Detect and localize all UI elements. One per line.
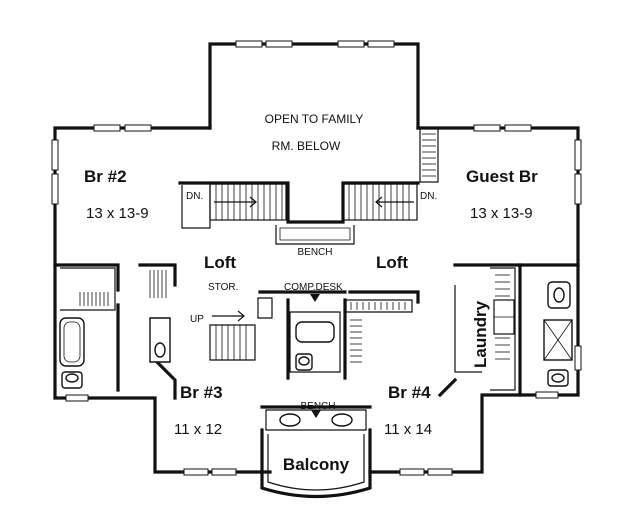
stor-label: STOR.: [208, 282, 238, 293]
up-label: UP: [190, 314, 204, 325]
br4-size: 11 x 14: [384, 421, 432, 438]
guest-br-size: 13 x 13-9: [470, 205, 533, 222]
loft-right: Loft: [376, 253, 408, 272]
br4-name: Br #4: [388, 383, 431, 402]
guest-br-name: Guest Br: [466, 167, 538, 186]
stair-up: [212, 297, 273, 360]
balcony-outline: [260, 428, 372, 499]
exterior-walls: [53, 42, 580, 474]
guest-closet: [419, 127, 439, 183]
windows: [51, 40, 582, 476]
br3-name: Br #3: [180, 383, 223, 402]
bench-top-label: BENCH: [297, 247, 332, 258]
annotation-labels: DN. DN. BENCH BENCH STOR. COMP.DESK UP: [186, 191, 437, 412]
loft-left: Loft: [204, 253, 236, 272]
room-labels: OPEN TO FAMILY RM. BELOW Br #2 13 x 13-9…: [84, 112, 538, 474]
balcony-label: Balcony: [283, 455, 350, 474]
interior-walls: [53, 263, 580, 431]
stair-landing: [178, 181, 420, 245]
open-to-family-line2: RM. BELOW: [272, 139, 341, 153]
laundry-label: Laundry: [471, 300, 490, 368]
fixtures: [59, 281, 573, 427]
dn-left-label: DN.: [186, 191, 203, 202]
bench-bottom-label: BENCH: [300, 401, 335, 412]
stair-right-down: [342, 183, 418, 221]
br2-name: Br #2: [84, 167, 127, 186]
dn-right-label: DN.: [420, 191, 437, 202]
comp-desk-label: COMP.DESK: [284, 282, 343, 293]
stair-left-down: [209, 183, 287, 221]
br3-size: 11 x 12: [174, 421, 222, 438]
open-to-family-line1: OPEN TO FAMILY: [265, 112, 364, 126]
br2-size: 13 x 13-9: [86, 205, 149, 222]
closet-hatching: [79, 270, 510, 363]
